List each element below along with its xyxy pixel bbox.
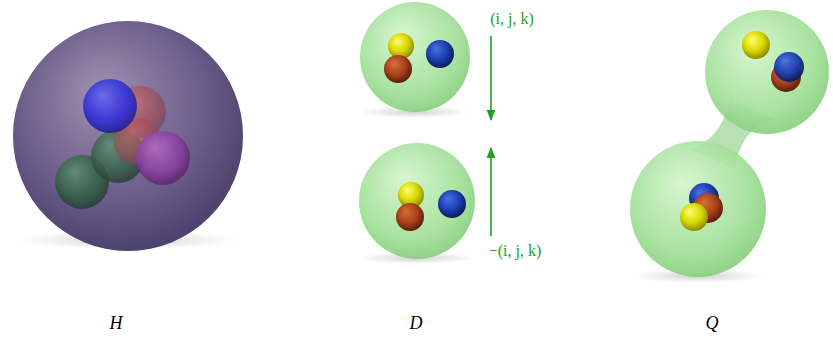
quark-ball [742, 31, 770, 59]
quark-ball [774, 52, 804, 82]
quark-ball [396, 203, 424, 231]
quark-ball [388, 33, 414, 59]
hadron-veil [13, 21, 243, 251]
figure-label: D [410, 313, 423, 334]
deuteron-figure [359, 2, 491, 259]
cluster-sphere [360, 2, 470, 112]
figure-label: Q [706, 313, 719, 334]
vector-label: (i, j, k) [490, 10, 534, 28]
vector-label: −(i, j, k) [489, 242, 542, 260]
quark-ball [384, 55, 412, 83]
quark-ball [438, 190, 466, 218]
cluster-sphere [705, 10, 829, 134]
arrow [490, 148, 492, 236]
quark-ball [426, 40, 454, 68]
dumbbell-figure [630, 10, 829, 277]
arrow [490, 36, 492, 120]
cluster-sphere [359, 143, 475, 259]
hadron-sphere [13, 21, 243, 251]
hadron-figure [13, 21, 243, 251]
figure-label: H [110, 313, 123, 334]
cluster-sphere [630, 141, 766, 277]
quark-ball [680, 203, 708, 231]
